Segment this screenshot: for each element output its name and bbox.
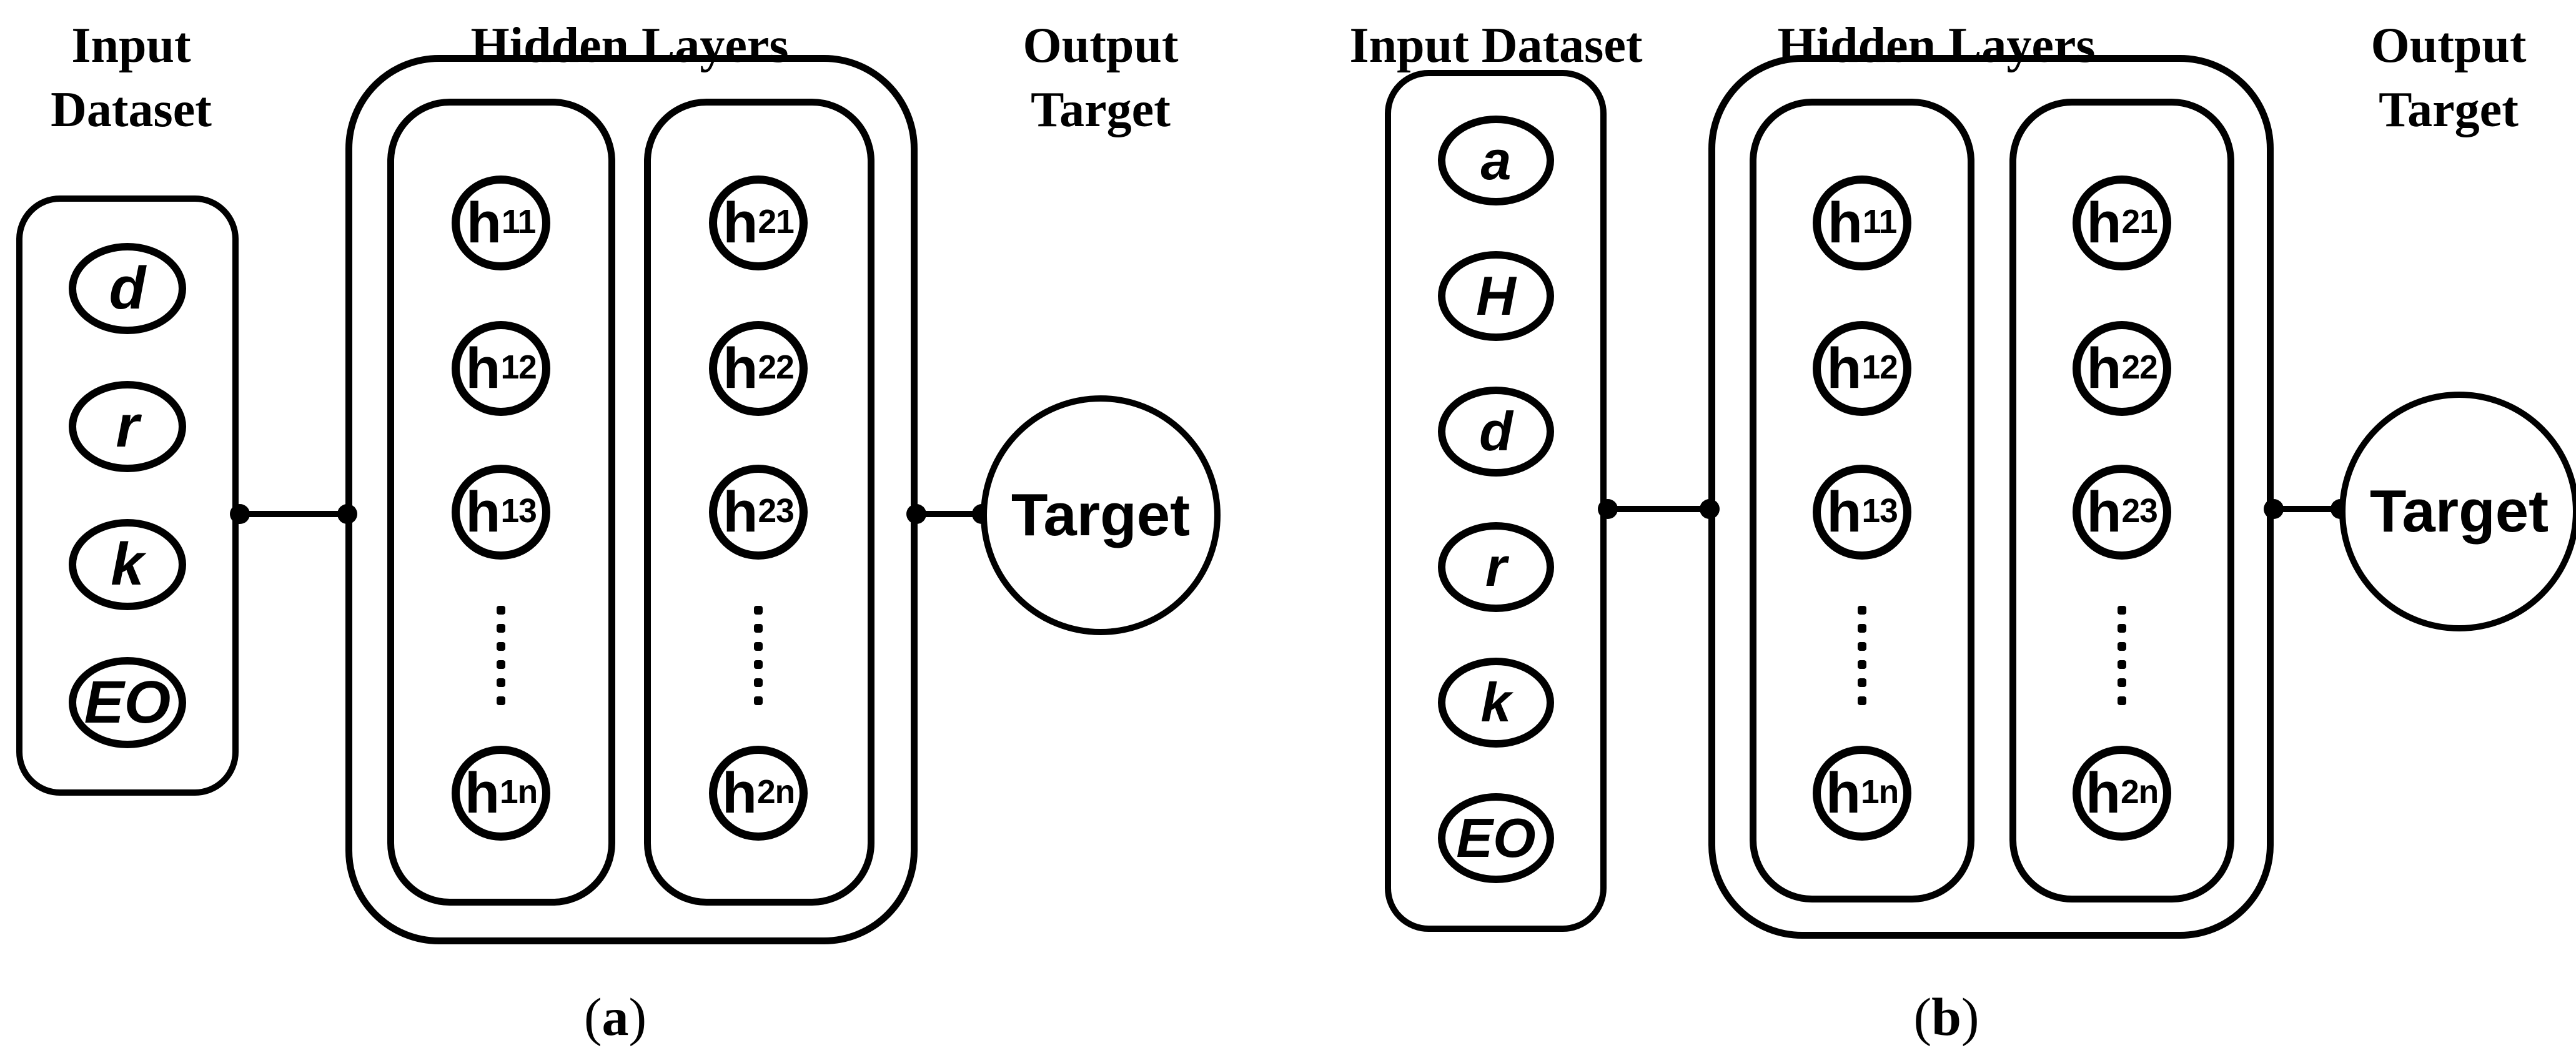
input-title-line2: Dataset xyxy=(51,82,212,137)
connection-dot xyxy=(2264,499,2284,519)
hidden-layer1-box-a xyxy=(387,99,615,906)
input-node-label: H xyxy=(1476,265,1516,327)
target-node-b: Target xyxy=(2339,392,2576,631)
connector-line-hidden-target-a xyxy=(915,511,982,517)
connection-dot xyxy=(906,504,926,524)
input-node-label: k xyxy=(1480,671,1512,733)
input-node-eo-b: EO xyxy=(1438,793,1554,883)
vertical-ellipsis-icon xyxy=(2118,606,2126,705)
input-node-r-b: r xyxy=(1438,522,1554,612)
hidden-layers-title-a: Hidden Layers xyxy=(470,18,789,73)
input-node-label: EO xyxy=(1456,807,1536,869)
hidden-layer2-box-b xyxy=(2009,99,2234,902)
input-node-k-b: k xyxy=(1438,658,1554,748)
connector-line-input-hidden-b xyxy=(1605,506,1710,512)
input-node-d-b: d xyxy=(1438,387,1554,477)
hidden-layer1-box-b xyxy=(1750,99,1974,902)
input-dataset-title-a: Input Dataset xyxy=(9,14,253,142)
input-node-h-b: H xyxy=(1438,251,1554,341)
input-node-a-b: a xyxy=(1438,116,1554,205)
output-target-title-a: Output Target xyxy=(979,14,1222,142)
input-dataset-box-a xyxy=(16,195,239,796)
input-node-label: r xyxy=(116,393,139,460)
hidden-layers-title-b: Hidden Layers xyxy=(1777,18,2096,73)
hidden-layer2-box-a xyxy=(644,99,874,906)
output-title-line1: Output xyxy=(1023,18,1179,73)
input-node-label: d xyxy=(1479,400,1513,462)
input-node-label: r xyxy=(1485,536,1507,598)
input-title-line1: Input xyxy=(71,18,191,73)
hidden-layers-outer-box-b xyxy=(1708,55,2274,939)
output-title-line2: Target xyxy=(2379,82,2519,137)
caption-b: (b) xyxy=(1913,987,1979,1047)
target-node-a: Target xyxy=(981,395,1221,635)
vertical-ellipsis-icon xyxy=(1858,606,1866,705)
output-target-title-b: Output Target xyxy=(2324,14,2574,142)
hidden-layers-outer-box-a xyxy=(345,55,918,944)
output-title-line1: Output xyxy=(2370,18,2527,73)
input-dataset-title-b: Input Dataset xyxy=(1349,18,1643,73)
vertical-ellipsis-icon xyxy=(754,606,763,705)
output-title-line2: Target xyxy=(1031,82,1171,137)
caption-a: (a) xyxy=(583,987,647,1047)
input-node-label: d xyxy=(109,255,146,322)
connection-dot xyxy=(1598,499,1618,519)
input-node-label: a xyxy=(1480,129,1512,191)
input-node-label: k xyxy=(111,531,144,598)
connection-dot xyxy=(230,504,250,524)
target-node-label: Target xyxy=(1011,482,1191,548)
vertical-ellipsis-icon xyxy=(497,606,505,705)
input-node-label: EO xyxy=(84,669,171,736)
connector-line-hidden-target-b xyxy=(2272,506,2341,512)
target-node-label: Target xyxy=(2369,478,2549,545)
connector-line-input-hidden-a xyxy=(237,511,350,517)
